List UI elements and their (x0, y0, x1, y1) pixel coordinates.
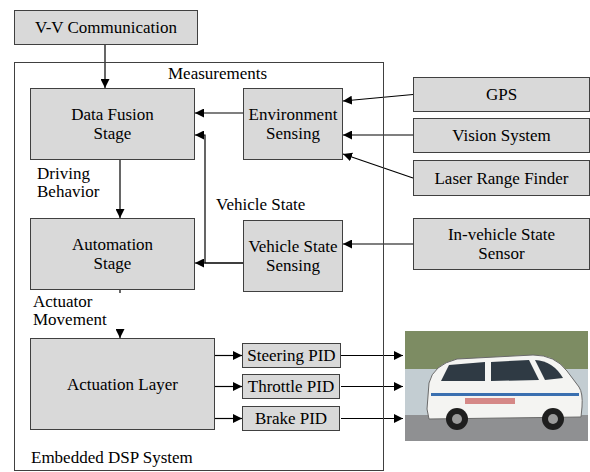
sensor-box: In-vehicle State Sensor (413, 218, 590, 270)
signal-arrow (341, 355, 403, 356)
edge-label: Measurements (167, 65, 268, 83)
flow-arrow (119, 160, 120, 218)
sensor-box: Vision System (413, 118, 590, 153)
flow-arrow (195, 262, 243, 263)
van-wheel (446, 408, 468, 430)
box-label: Vision System (452, 126, 551, 145)
van-hub (548, 414, 558, 424)
boundary-title: Embedded DSP System (31, 448, 193, 467)
process-box: Vehicle State Sensing (243, 220, 343, 292)
box-label: Actuation Layer (67, 375, 178, 394)
flow-arrow (343, 134, 413, 135)
box-label: Steering PID (247, 346, 335, 365)
edge-label: Driving Behavior (36, 165, 112, 201)
van-window (441, 362, 485, 381)
van-decal (465, 398, 515, 404)
sensor-box: GPS (413, 77, 590, 112)
flow-arrow (343, 154, 413, 178)
edge-label: Actuator Movement (32, 293, 122, 329)
box-label: Data Fusion Stage (58, 105, 168, 143)
process-box: Data Fusion Stage (30, 88, 195, 160)
comm-box: V-V Communication (14, 10, 198, 45)
box-label: V-V Communication (35, 18, 177, 37)
pid-to-vehicle-arrows (341, 356, 403, 419)
flow-arrow (215, 386, 242, 387)
signal-arrow (341, 386, 403, 387)
edge-label: Vehicle State (215, 196, 306, 214)
van-hub (452, 414, 462, 424)
box-label: Vehicle State Sensing (248, 237, 338, 275)
process-box: Actuation Layer (30, 338, 215, 430)
controller-box: Throttle PID (242, 374, 340, 399)
van-body (427, 355, 582, 419)
car-illustration (405, 331, 588, 441)
flow-arrow (343, 95, 413, 102)
process-box: Environment Sensing (243, 88, 343, 160)
van-stripe (431, 393, 579, 396)
box-label: In-vehicle State Sensor (432, 225, 572, 263)
van-window (491, 360, 539, 381)
controller-box: Brake PID (242, 406, 340, 431)
box-label: Automation Stage (58, 235, 168, 273)
photo-sky (405, 331, 588, 441)
system-boundary: Embedded DSP System Data Fusion Stage Envi… (14, 62, 384, 471)
van-wheel (542, 408, 564, 430)
box-label: GPS (486, 85, 517, 104)
van-windshield (535, 360, 563, 380)
sensor-box: Laser Range Finder (413, 160, 590, 196)
process-box: Automation Stage (30, 218, 195, 290)
signal-arrow (341, 418, 403, 419)
flow-arrow (104, 45, 105, 88)
flow-arrow (343, 243, 413, 244)
box-label: Environment Sensing (248, 105, 338, 143)
box-label: Laser Range Finder (434, 169, 568, 188)
flow-arrow (195, 112, 243, 113)
flow-arrow (215, 355, 242, 356)
flow-arrow (215, 418, 242, 419)
controller-box: Steering PID (242, 343, 341, 368)
box-label: Throttle PID (248, 377, 334, 396)
box-label: Brake PID (255, 409, 327, 428)
